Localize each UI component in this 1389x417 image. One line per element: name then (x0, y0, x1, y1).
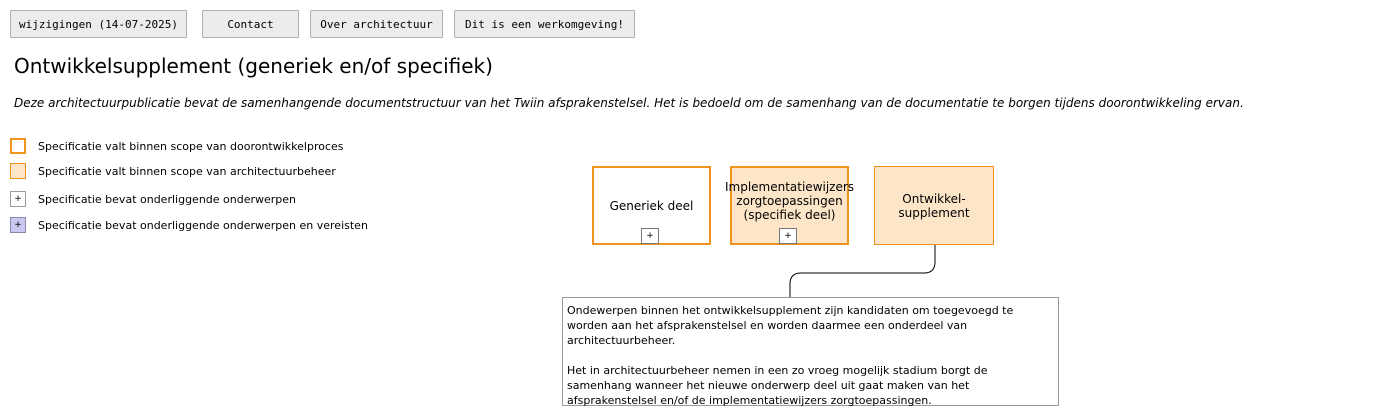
work-environment-button[interactable]: Dit is een werkomgeving! (454, 10, 635, 38)
box-label: Generiek deel (609, 198, 694, 213)
expand-plus-icon[interactable]: + (779, 228, 797, 244)
legend-item-onderwerpen: + Specificatie bevat onderliggende onder… (10, 190, 296, 208)
note-paragraph: Het in architectuurbeheer nemen in een z… (567, 364, 988, 407)
legend-item-onderwerpen-vereisten: + Specificatie bevat onderliggende onder… (10, 216, 368, 234)
plus-icon: + (10, 191, 26, 207)
box-label: Implementatiewijzers zorgtoepassingen (s… (724, 179, 855, 222)
legend-label: Specificatie bevat onderliggende onderwe… (38, 192, 297, 206)
expand-plus-icon[interactable]: + (641, 228, 659, 244)
about-architecture-button[interactable]: Over architectuur (310, 10, 443, 38)
legend-swatch-orange-outline (10, 138, 26, 154)
note-paragraph: Ondewerpen binnen het ontwikkelsupplemen… (567, 304, 1014, 347)
legend-label: Specificatie valt binnen scope van archi… (38, 164, 336, 178)
plus-icon: + (10, 217, 26, 233)
legend-label: Specificatie bevat onderliggende onderwe… (38, 218, 368, 232)
changes-button[interactable]: wijzigingen (14-07-2025) (10, 10, 187, 38)
legend-swatch-peach (10, 163, 26, 179)
legend-item-doorontwikkel: Specificatie valt binnen scope van dooro… (10, 137, 344, 155)
page-title: Ontwikkelsupplement (generiek en/of spec… (14, 54, 493, 78)
legend-item-architectuurbeheer: Specificatie valt binnen scope van archi… (10, 162, 336, 180)
page-subtitle: Deze architectuurpublicatie bevat de sam… (14, 96, 1244, 110)
contact-button[interactable]: Contact (202, 10, 299, 38)
annotation-note: Ondewerpen binnen het ontwikkelsupplemen… (562, 297, 1059, 407)
legend-label: Specificatie valt binnen scope van dooro… (38, 139, 344, 153)
box-ontwikkelsupplement[interactable]: Ontwikkel-supplement (874, 166, 994, 245)
box-label: Ontwikkel-supplement (898, 191, 970, 220)
